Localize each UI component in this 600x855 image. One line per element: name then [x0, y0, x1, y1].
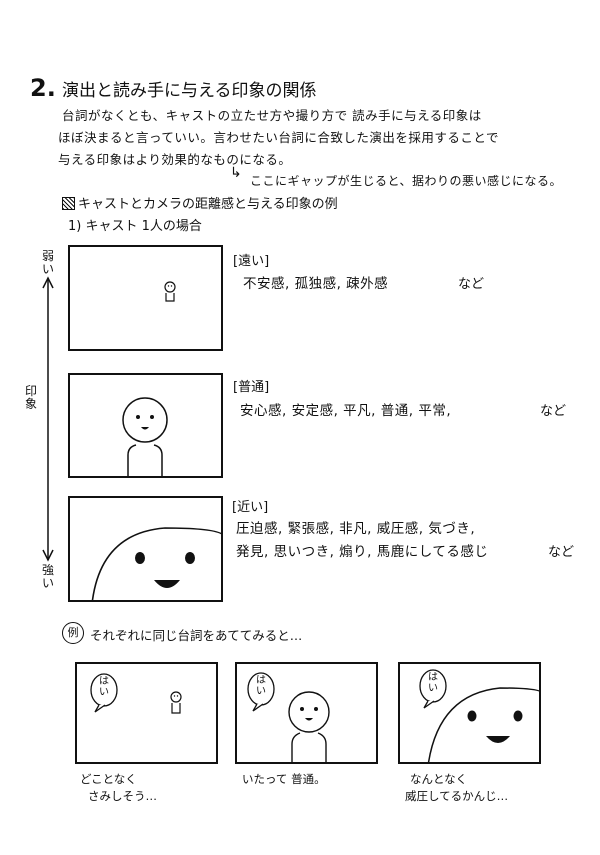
axis-impression-label: 印象 [24, 384, 37, 411]
speech-bubble-normal: はい [256, 675, 266, 697]
example-badge: 例 [62, 622, 84, 644]
comparison-panel-close: はい [398, 662, 541, 764]
panel-far-etc: など [458, 277, 485, 292]
comparison-panel-far: はい [75, 662, 218, 764]
speech-bubble-close: はい [428, 672, 438, 694]
close-figure [91, 527, 221, 600]
comparison-normal-figure [247, 672, 330, 762]
caption-close-1: なんとなく [410, 772, 468, 786]
caption-far-1: どことなく [80, 772, 137, 786]
section-title: 演出と読み手に与える印象の関係 [62, 81, 317, 101]
comparison-close-figure [419, 669, 539, 762]
panel-far [68, 245, 223, 351]
axis-weak-label: 弱い [41, 249, 54, 276]
panel-normal-etc: など [540, 404, 567, 419]
panel-normal [68, 373, 223, 478]
caption-close-2: 威圧してるかんじ… [405, 789, 509, 803]
example-title: キャストとカメラの距離感と与える印象の例 [78, 197, 338, 212]
axis-strong-label: 強い [41, 563, 54, 590]
caption-far-2: さみしそう… [88, 789, 157, 803]
panel-close-etc: など [548, 545, 575, 560]
paragraph-line-2: ほぼ決まると言っていい。言わせたい台詞に合致した演出を採用することで [58, 130, 500, 145]
paragraph-line-1: 台詞がなくとも、キャストの立たせ方や撮り方で 読み手に与える印象は [62, 108, 482, 123]
example-subtitle: 1) キャスト 1人の場合 [68, 219, 202, 234]
normal-figure [122, 397, 168, 476]
caption-normal-1: いたって 普通。 [242, 772, 326, 786]
panel-close [68, 496, 223, 602]
panel-far-words: 不安感, 孤独感, 疎外感 [243, 276, 389, 292]
comparison-panel-normal: はい [235, 662, 378, 764]
far-figure [164, 281, 176, 302]
note-arrow-icon: ↳ [230, 165, 242, 181]
section-number: 2. [30, 74, 56, 102]
paragraph-note: ここにギャップが生じると、据わりの悪い感じになる。 [250, 174, 563, 188]
panel-close-words-1: 圧迫感, 緊張感, 非凡, 威圧感, 気づき, [236, 521, 476, 537]
hatched-box-icon [62, 197, 75, 210]
comparison-far-figure [90, 673, 182, 714]
panel-close-tag: [近い] [232, 500, 269, 515]
panel-normal-tag: [普通] [233, 380, 270, 395]
panel-close-words-2: 発見, 思いつき, 煽り, 馬鹿にしてる感じ [236, 544, 489, 560]
speech-bubble-far: はい [99, 676, 109, 698]
paragraph-line-3: 与える印象はより効果的なものになる。 [58, 152, 292, 167]
panel-normal-words: 安心感, 安定感, 平凡, 普通, 平常, [240, 403, 452, 419]
comparison-intro: それぞれに同じ台詞をあててみると… [90, 628, 303, 643]
panel-far-tag: [遠い] [233, 254, 270, 269]
